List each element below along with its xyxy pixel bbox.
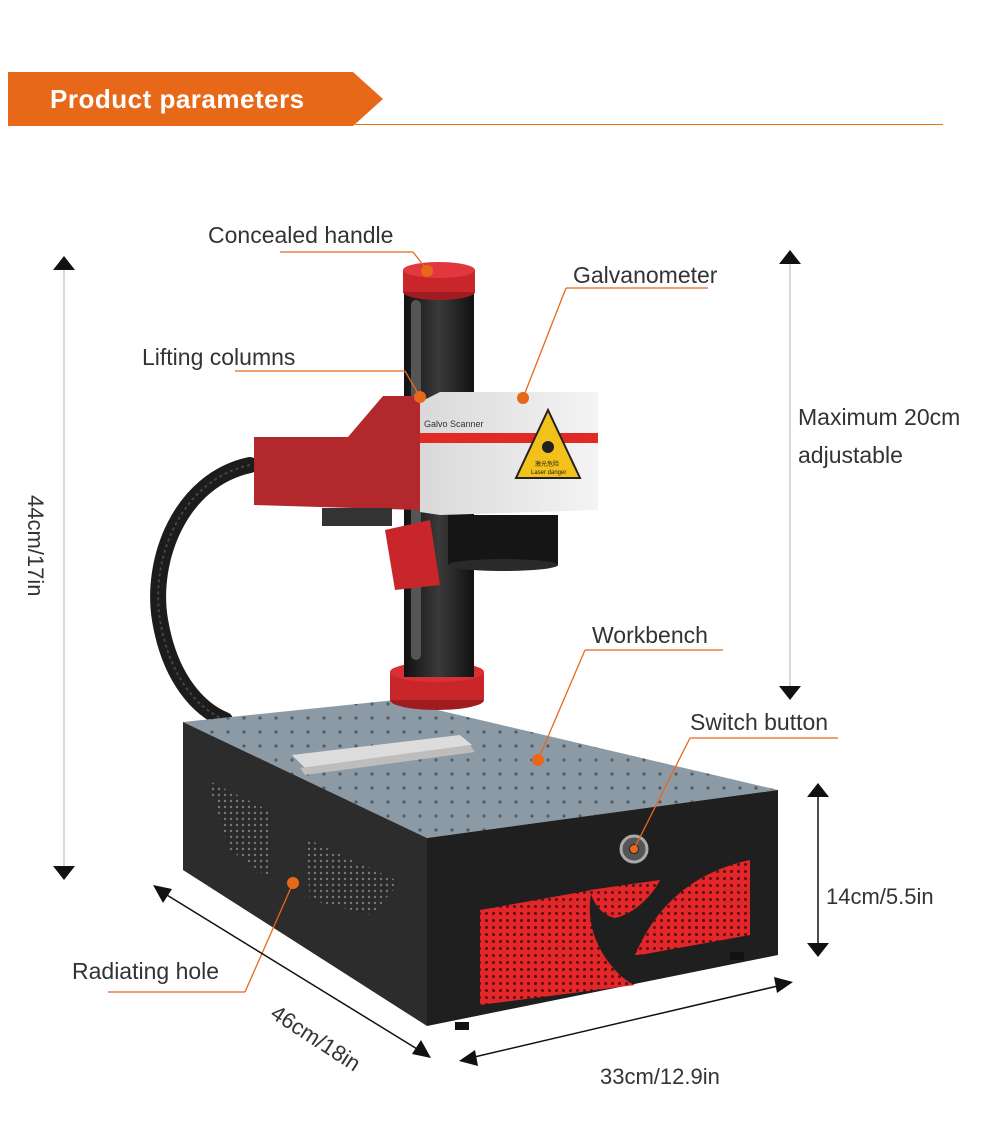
- label-lifting-columns: Lifting columns: [142, 344, 296, 370]
- galvanometer-head: [420, 392, 598, 515]
- fiber-cable: [150, 457, 258, 728]
- front-grille-left: [480, 890, 635, 1005]
- scanner-brand-text: Galvo Scanner: [424, 419, 484, 429]
- label-concealed-handle: Concealed handle: [208, 222, 394, 248]
- workpiece-fixture: [292, 735, 472, 768]
- header-arrow-shape: [8, 72, 383, 126]
- label-workbench: Workbench: [592, 622, 708, 648]
- section-header: Product parameters: [8, 72, 383, 126]
- svg-text:激光危险: 激光危险: [535, 460, 559, 468]
- header-divider: [355, 124, 943, 125]
- label-galvanometer: Galvanometer: [573, 262, 718, 288]
- radiating-vent-right: [305, 838, 400, 915]
- label-maximum-adjust-line2: adjustable: [798, 442, 903, 468]
- radiating-vent-left: [207, 780, 272, 880]
- galvo-arm: [254, 396, 420, 510]
- front-grille-right: [635, 860, 750, 955]
- section-title: Product parameters: [50, 84, 305, 114]
- dimension-arrowheads: [53, 250, 829, 1066]
- base-left-side: [183, 722, 427, 1026]
- label-switch-button: Switch button: [690, 709, 829, 735]
- label-radiating-hole: Radiating hole: [72, 958, 220, 984]
- label-maximum-adjust-line1: Maximum 20cm: [798, 404, 961, 430]
- svg-text:Laser danger: Laser danger: [531, 470, 566, 476]
- dimension-base-height: 14cm/5.5in: [826, 884, 934, 909]
- dimension-height: 44cm/17in: [23, 495, 48, 597]
- dimension-width: 33cm/12.9in: [600, 1064, 720, 1089]
- field-lens: [448, 515, 558, 565]
